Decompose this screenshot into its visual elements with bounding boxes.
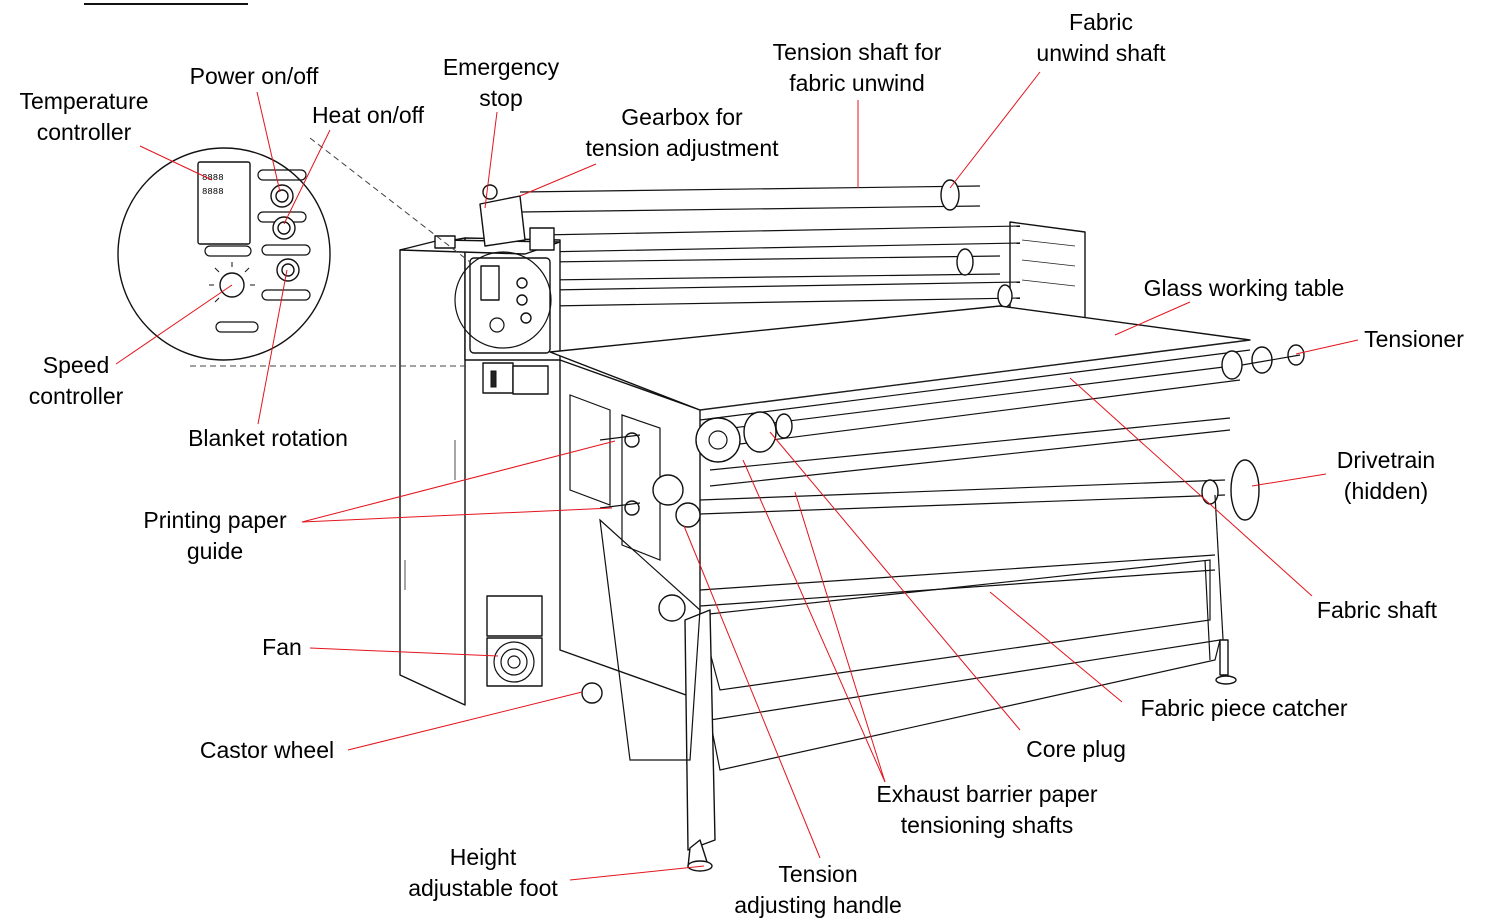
control-panel-inset: 8888 8888: [117, 137, 471, 367]
label-fabric-shaft: Fabric shaft: [1316, 597, 1438, 623]
machine-drawing: [399, 179, 1305, 872]
label-tensioner: Tensioner: [1364, 326, 1464, 352]
label-power-on-off: Power on/off: [189, 63, 319, 89]
label-fabric-piece-catcher: Fabric piece catcher: [1140, 695, 1348, 721]
label-glass-working-table: Glass working table: [1143, 275, 1345, 301]
label-blanket-rotation: Blanket rotation: [188, 425, 348, 451]
label-fan: Fan: [262, 634, 302, 660]
label-heat-on-off: Heat on/off: [311, 102, 425, 128]
svg-text:8888: 8888: [202, 173, 224, 183]
label-castor-wheel: Castor wheel: [199, 737, 335, 763]
svg-text:8888: 8888: [202, 187, 224, 197]
label-drivetrain: Drivetrain(hidden): [1336, 447, 1436, 504]
label-core-plug: Core plug: [1026, 736, 1126, 762]
leader-lines: [115, 71, 1359, 881]
